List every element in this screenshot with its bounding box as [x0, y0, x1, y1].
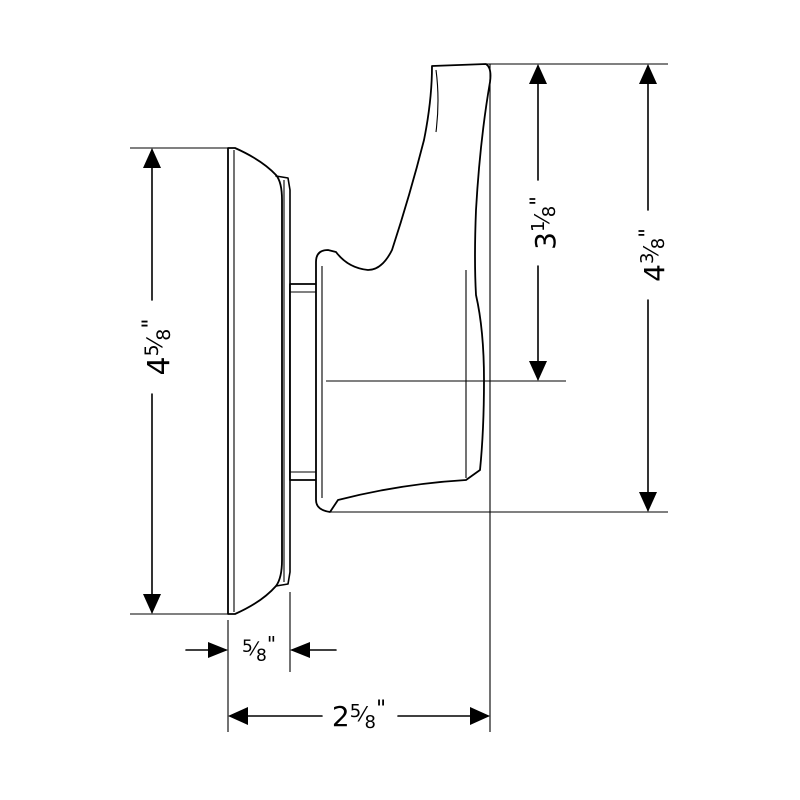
dim-overall-depth: 25⁄8" [228, 697, 490, 733]
plate-height-den: 8 [153, 329, 175, 341]
handle-height-unit: " [635, 228, 659, 238]
arrowhead-down [143, 594, 161, 614]
plate-thickness-num: 5 [242, 637, 253, 657]
overall-depth-den: 8 [365, 712, 376, 733]
svg-text:25⁄8": 25⁄8" [332, 697, 386, 733]
arrowhead-right [470, 707, 490, 725]
svg-text:45⁄8": 45⁄8" [139, 319, 177, 376]
handle-above-center-num: 1 [528, 221, 549, 232]
arrowhead-left [290, 642, 310, 658]
plate-thickness-unit: " [267, 632, 276, 656]
overall-depth-num: 5 [350, 701, 361, 722]
handle-height-num: 3 [637, 253, 658, 264]
lever-handle [315, 63, 492, 513]
svg-text:5⁄8": 5⁄8" [242, 632, 276, 666]
plate-thickness-den: 8 [256, 646, 267, 666]
arrowhead-up [529, 64, 547, 84]
dim-plate-height: 45⁄8" [139, 148, 177, 614]
dim-plate-thickness: 5⁄8" [185, 632, 337, 666]
arrowhead-left [228, 707, 248, 725]
overall-depth-unit: " [376, 697, 386, 722]
handle-above-center-whole: 3 [529, 232, 562, 250]
dim-handle-above-center: 31⁄8" [526, 64, 562, 381]
arrowhead-up [639, 64, 657, 84]
arrowhead-down [639, 492, 657, 512]
plate-height-num: 5 [141, 344, 163, 356]
fraction-slash: ⁄ [357, 702, 368, 726]
handle-height-den: 8 [648, 238, 669, 249]
arrowhead-up [143, 148, 161, 168]
arrowhead-right [208, 642, 228, 658]
overall-depth-whole: 2 [332, 700, 350, 733]
handle-above-center-unit: " [526, 196, 550, 206]
handle-above-center-den: 8 [539, 206, 560, 217]
arrowhead-down [529, 361, 547, 381]
svg-text:43⁄8": 43⁄8" [635, 228, 671, 282]
fraction-slash: ⁄ [249, 638, 260, 660]
dim-handle-height: 43⁄8" [635, 64, 671, 512]
handle-height-whole: 4 [638, 264, 671, 282]
svg-text:31⁄8": 31⁄8" [526, 196, 562, 250]
extension-lines [130, 63, 668, 732]
plate-height-unit: " [139, 319, 164, 329]
wall-plate [227, 147, 291, 615]
fraction-slash: ⁄ [639, 246, 663, 257]
plate-height-whole: 4 [142, 356, 177, 375]
fraction-slash: ⁄ [530, 214, 554, 225]
